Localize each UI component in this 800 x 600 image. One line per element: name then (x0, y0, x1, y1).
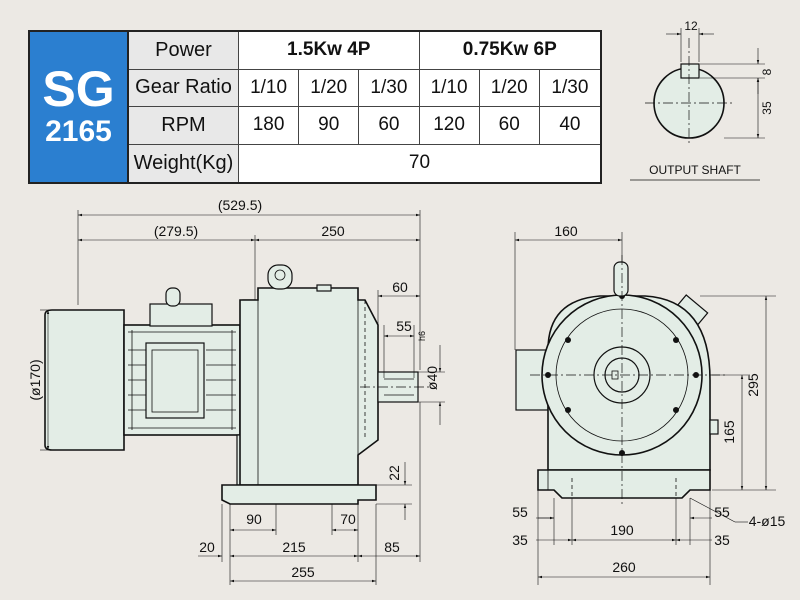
motor-top-hatch (149, 303, 213, 327)
spec-grid: Power 1.5Kw 4P 0.75Kw 6P Gear Ratio 1/10… (129, 32, 600, 182)
ratio-cell: 1/20 (479, 69, 540, 107)
key-width-dim: 12 (684, 19, 698, 33)
shaft-diameter-dim: ø40 (424, 366, 440, 390)
ratio-cell: 1/30 (539, 70, 600, 107)
rpm-cell: 60 (479, 107, 540, 145)
flange-bolt (673, 407, 679, 413)
ratio-cell: 1/10 (419, 69, 480, 107)
row-label-power: Power (129, 32, 239, 70)
motor-lifting-eye (165, 287, 181, 307)
base-offset-dim: 20 (199, 539, 215, 555)
motor-length-dim: (279.5) (154, 223, 198, 239)
gearbox-base (221, 484, 377, 505)
rpm-cell: 90 (299, 107, 360, 145)
key-depth-dim: 8 (760, 68, 774, 75)
terminal-box-cover (151, 349, 199, 413)
hole-spec-label: 4-ø15 (749, 513, 786, 529)
foot-left-inner-dim: 35 (512, 532, 528, 548)
shaft-length-dim: 60 (392, 279, 408, 295)
ratio-cell: 1/10 (239, 69, 300, 107)
base-height-dim: 22 (386, 465, 402, 481)
front-view: 160 295 165 55 35 190 55 35 260 4-ø15 (512, 223, 785, 585)
foot-left-outer-dim: 55 (512, 504, 528, 520)
ratio-cell: 1/30 (359, 69, 420, 107)
front-base (537, 469, 711, 499)
foot-right-dim: 70 (340, 511, 356, 527)
base-to-shaft-dim: 85 (384, 539, 400, 555)
motor-1-power: 1.5Kw 4P (239, 32, 420, 70)
overall-height-dim: 295 (745, 373, 761, 397)
gearbox-lifting-eye (267, 264, 293, 290)
foot-span-dim: 190 (610, 522, 634, 538)
weight-value: 70 (408, 152, 431, 174)
rpm-cell: 120 (419, 107, 480, 145)
output-shaft-detail: 12 8 35 OUTPUT SHAFT (630, 19, 774, 181)
flange-bolt (565, 407, 571, 413)
row-label-gear-ratio: Gear Ratio (129, 69, 239, 107)
rpm-cell: 60 (359, 107, 420, 145)
shaft-tolerance: h6 (417, 331, 427, 341)
output-shaft-title: OUTPUT SHAFT (649, 163, 741, 177)
front-lifting-eye (613, 261, 629, 297)
gearbox-breather (316, 284, 332, 292)
terminal-box (145, 342, 205, 419)
row-label-weight: Weight(Kg) (129, 144, 239, 182)
center-offset-dim: 160 (554, 223, 578, 239)
flange-bolt (673, 337, 679, 343)
foot-left-dim: 90 (246, 511, 262, 527)
side-view: (529.5) (279.5) 250 60 55 ø40 h6 (ø170) … (27, 197, 445, 585)
gearbox-length-dim: 250 (321, 223, 345, 239)
model-number: 2165 (45, 115, 112, 148)
motor-fins (128, 330, 236, 430)
fan-cover (44, 309, 125, 451)
base-width-dim: 260 (612, 559, 636, 575)
shaft-height-dim: 35 (760, 101, 774, 115)
spec-table: SG 2165 Power 1.5Kw 4P 0.75Kw 6P Gear Ra… (28, 30, 602, 184)
motor-2-power: 0.75Kw 6P (419, 32, 600, 70)
model-badge: SG 2165 (30, 32, 129, 182)
flange-bolt (565, 337, 571, 343)
overall-length-dim: (529.5) (218, 197, 262, 213)
shaft-height-front-dim: 165 (721, 420, 737, 444)
foot-right-outer-dim: 55 (714, 504, 730, 520)
model-series: SG (42, 61, 115, 117)
base-span-dim: 215 (282, 539, 306, 555)
shaft-keyway (680, 63, 700, 79)
rpm-cell: 40 (539, 107, 600, 145)
gearbox-housing (239, 287, 379, 486)
side-plug (709, 419, 719, 435)
key-length-dim: 55 (396, 318, 412, 334)
row-label-rpm: RPM (129, 107, 239, 145)
base-length-dim: 255 (291, 564, 315, 580)
foot-right-inner-dim: 35 (714, 532, 730, 548)
rpm-cell: 180 (239, 107, 300, 145)
ratio-cell: 1/20 (299, 69, 360, 107)
motor-diameter-dim: (ø170) (27, 359, 43, 400)
